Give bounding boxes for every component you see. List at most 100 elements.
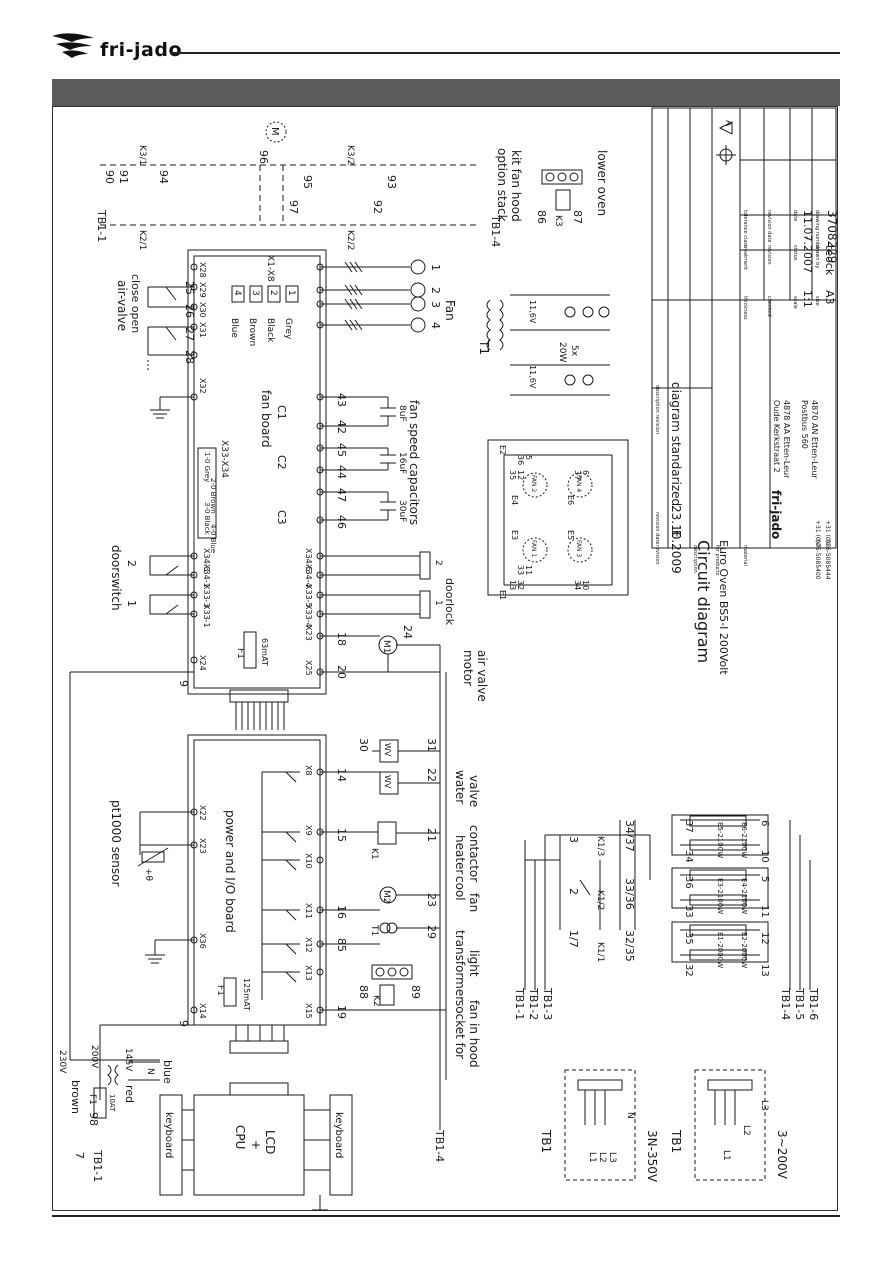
- mains-blue: blue: [161, 1060, 174, 1084]
- cap-c3-num-47: 47: [335, 488, 348, 502]
- heater-num-15: 15: [335, 828, 348, 842]
- option-tb1-1: TB1-1: [95, 209, 108, 242]
- water-valve-label: water: [453, 770, 467, 804]
- fan-board-num-9: 9: [177, 680, 190, 687]
- cap-c2-value: 16uF: [397, 452, 407, 474]
- option-motor-m: M: [269, 127, 280, 136]
- element-e6-b: 6: [759, 820, 770, 826]
- heaters-tb1-1: TB1-1: [513, 987, 526, 1020]
- option-stack-label: option stack: [495, 148, 509, 222]
- cool-fan-num-23: 23: [425, 893, 438, 907]
- fan-num-2: 2: [429, 287, 442, 294]
- keyboard-right: keyboard: [333, 1112, 344, 1158]
- option-num-90: 90: [103, 170, 116, 184]
- terminal-x10: X10: [304, 853, 313, 869]
- tb-3-l1: L1: [721, 1150, 731, 1161]
- option-relay-k3: K3: [553, 215, 563, 227]
- socket-k2: K2: [371, 995, 381, 1007]
- option-num-96: 96: [257, 150, 270, 164]
- oven-num-32: 32: [516, 580, 525, 590]
- oven-num-5: 5: [524, 455, 533, 460]
- tb-addr2: 4878 AA Etten-Leur: [782, 400, 791, 479]
- terminal-x29: X29: [198, 282, 207, 298]
- terminal-x23: X23: [198, 838, 207, 854]
- lamps-count: 5x: [569, 345, 579, 357]
- oven-e3: E3: [510, 530, 519, 540]
- fan-board: [187, 249, 327, 695]
- mains-230v: 230V: [57, 1050, 67, 1074]
- doorlock-term-x34-5: X34-5: [304, 548, 313, 572]
- contact-k1-3-top: 3: [567, 836, 580, 843]
- power-io-board: [187, 734, 327, 1026]
- tb-3n-voltage: 3N-350V: [645, 1130, 659, 1183]
- lamps-v1: 11,6V: [528, 300, 537, 324]
- fan-board-wire-brown: Brown: [247, 318, 257, 346]
- tb-material-label: material: [742, 545, 748, 566]
- oven-e2: E2: [498, 445, 507, 455]
- tb-drawing-number: 3708229: [825, 210, 839, 263]
- cap-c2-name: C2: [275, 455, 288, 470]
- fan-board-pin-4: 4: [232, 290, 242, 296]
- footer-rule: [52, 1215, 840, 1217]
- tb-product: Euro Oven BS5-I 200Volt: [717, 540, 730, 675]
- fri-jado-logo-icon: [52, 33, 94, 58]
- tb-date-label: date: [792, 210, 798, 221]
- doorlock-term-x34-4: X34-4: [304, 564, 313, 588]
- oven-e5: E5: [566, 530, 575, 540]
- doorswitch-term-x34-1: X34-1: [202, 564, 211, 588]
- oven-fan-4: FAN 4: [575, 475, 582, 492]
- air-valve-label: air-valve: [115, 280, 129, 331]
- transformer-t1: T1: [369, 924, 379, 936]
- oven-num-35: 35: [508, 470, 517, 480]
- motor-m1: M1: [381, 640, 391, 654]
- option-lower-oven: lower oven: [595, 150, 609, 216]
- fan-board-plug-2: 2-0 Brown: [209, 478, 217, 514]
- heaters-tb1-4: TB1-4: [779, 987, 792, 1020]
- air-valve-positions: close open: [129, 274, 142, 333]
- tb-tel-label: tel: [814, 540, 821, 548]
- x1-x8-label: X1-X8: [265, 255, 275, 282]
- tb-drawing-number-label: drawing number: [814, 210, 820, 252]
- cap-c3-value: 30uF: [397, 500, 407, 522]
- option-kit-label: kit fan hood: [509, 150, 523, 222]
- contact-k1-2-pair: 33/36: [623, 878, 636, 910]
- heater-k1: K1: [369, 848, 379, 860]
- fan-board-wire-blue: Blue: [229, 318, 239, 338]
- option-relay-86: 86: [535, 210, 548, 224]
- tb-checked-label: checked: [766, 296, 772, 317]
- terminal-x30: X30: [198, 302, 207, 318]
- transformer-num-85: 85: [335, 938, 348, 952]
- lamps-t1: T1: [477, 339, 491, 355]
- transformer-num-29: 29: [425, 925, 438, 939]
- water-valve-num-14: 14: [335, 768, 348, 782]
- element-e6: E6-2100W: [740, 822, 748, 858]
- water-valve-num-30: 30: [357, 738, 370, 752]
- x33-x34-label: X33-X34: [219, 440, 229, 478]
- option-num-94: 94: [157, 170, 170, 184]
- air-valve-num-28: 28: [183, 350, 196, 364]
- oven-num-36: 36: [516, 455, 525, 465]
- power-board-fuse-rating: 125mAT: [242, 978, 251, 1011]
- cpu-lcd-label: LCD: [263, 1130, 277, 1154]
- option-k2-1: K2/1: [137, 230, 147, 250]
- socket-label: socket for: [453, 1000, 467, 1059]
- doorswitch-term-x33-1: X33-1: [202, 604, 211, 628]
- tb-drawn-by-label: drawn by: [814, 245, 820, 268]
- fan-board-plug-1: 1-0 Grey: [203, 452, 211, 482]
- socket-label2: fan in hood: [467, 1000, 481, 1068]
- air-valve-num-27: 27: [183, 327, 196, 341]
- oven-fan-1: FAN 1: [530, 540, 537, 557]
- mains-brown: brown: [69, 1080, 82, 1114]
- tb-description-label: description: [692, 545, 698, 573]
- element-e3-a: 33: [683, 905, 694, 918]
- cool-fan-label: cool: [453, 876, 467, 901]
- power-board-title: power and I/O board: [223, 810, 237, 933]
- fan-board-plug-3: 3-0 Black: [203, 502, 211, 536]
- transformer-label: transformer: [453, 930, 467, 1001]
- doorlock-term-x33-5: X33-5: [304, 584, 313, 608]
- capacitors-title: fan speed capacitors: [407, 400, 421, 525]
- doorswitch-num-2: 2: [125, 560, 138, 567]
- cap-c1-value: 8uF: [397, 405, 407, 422]
- heater-label2: contactor: [467, 825, 481, 882]
- keyboard-left: keyboard: [163, 1112, 174, 1158]
